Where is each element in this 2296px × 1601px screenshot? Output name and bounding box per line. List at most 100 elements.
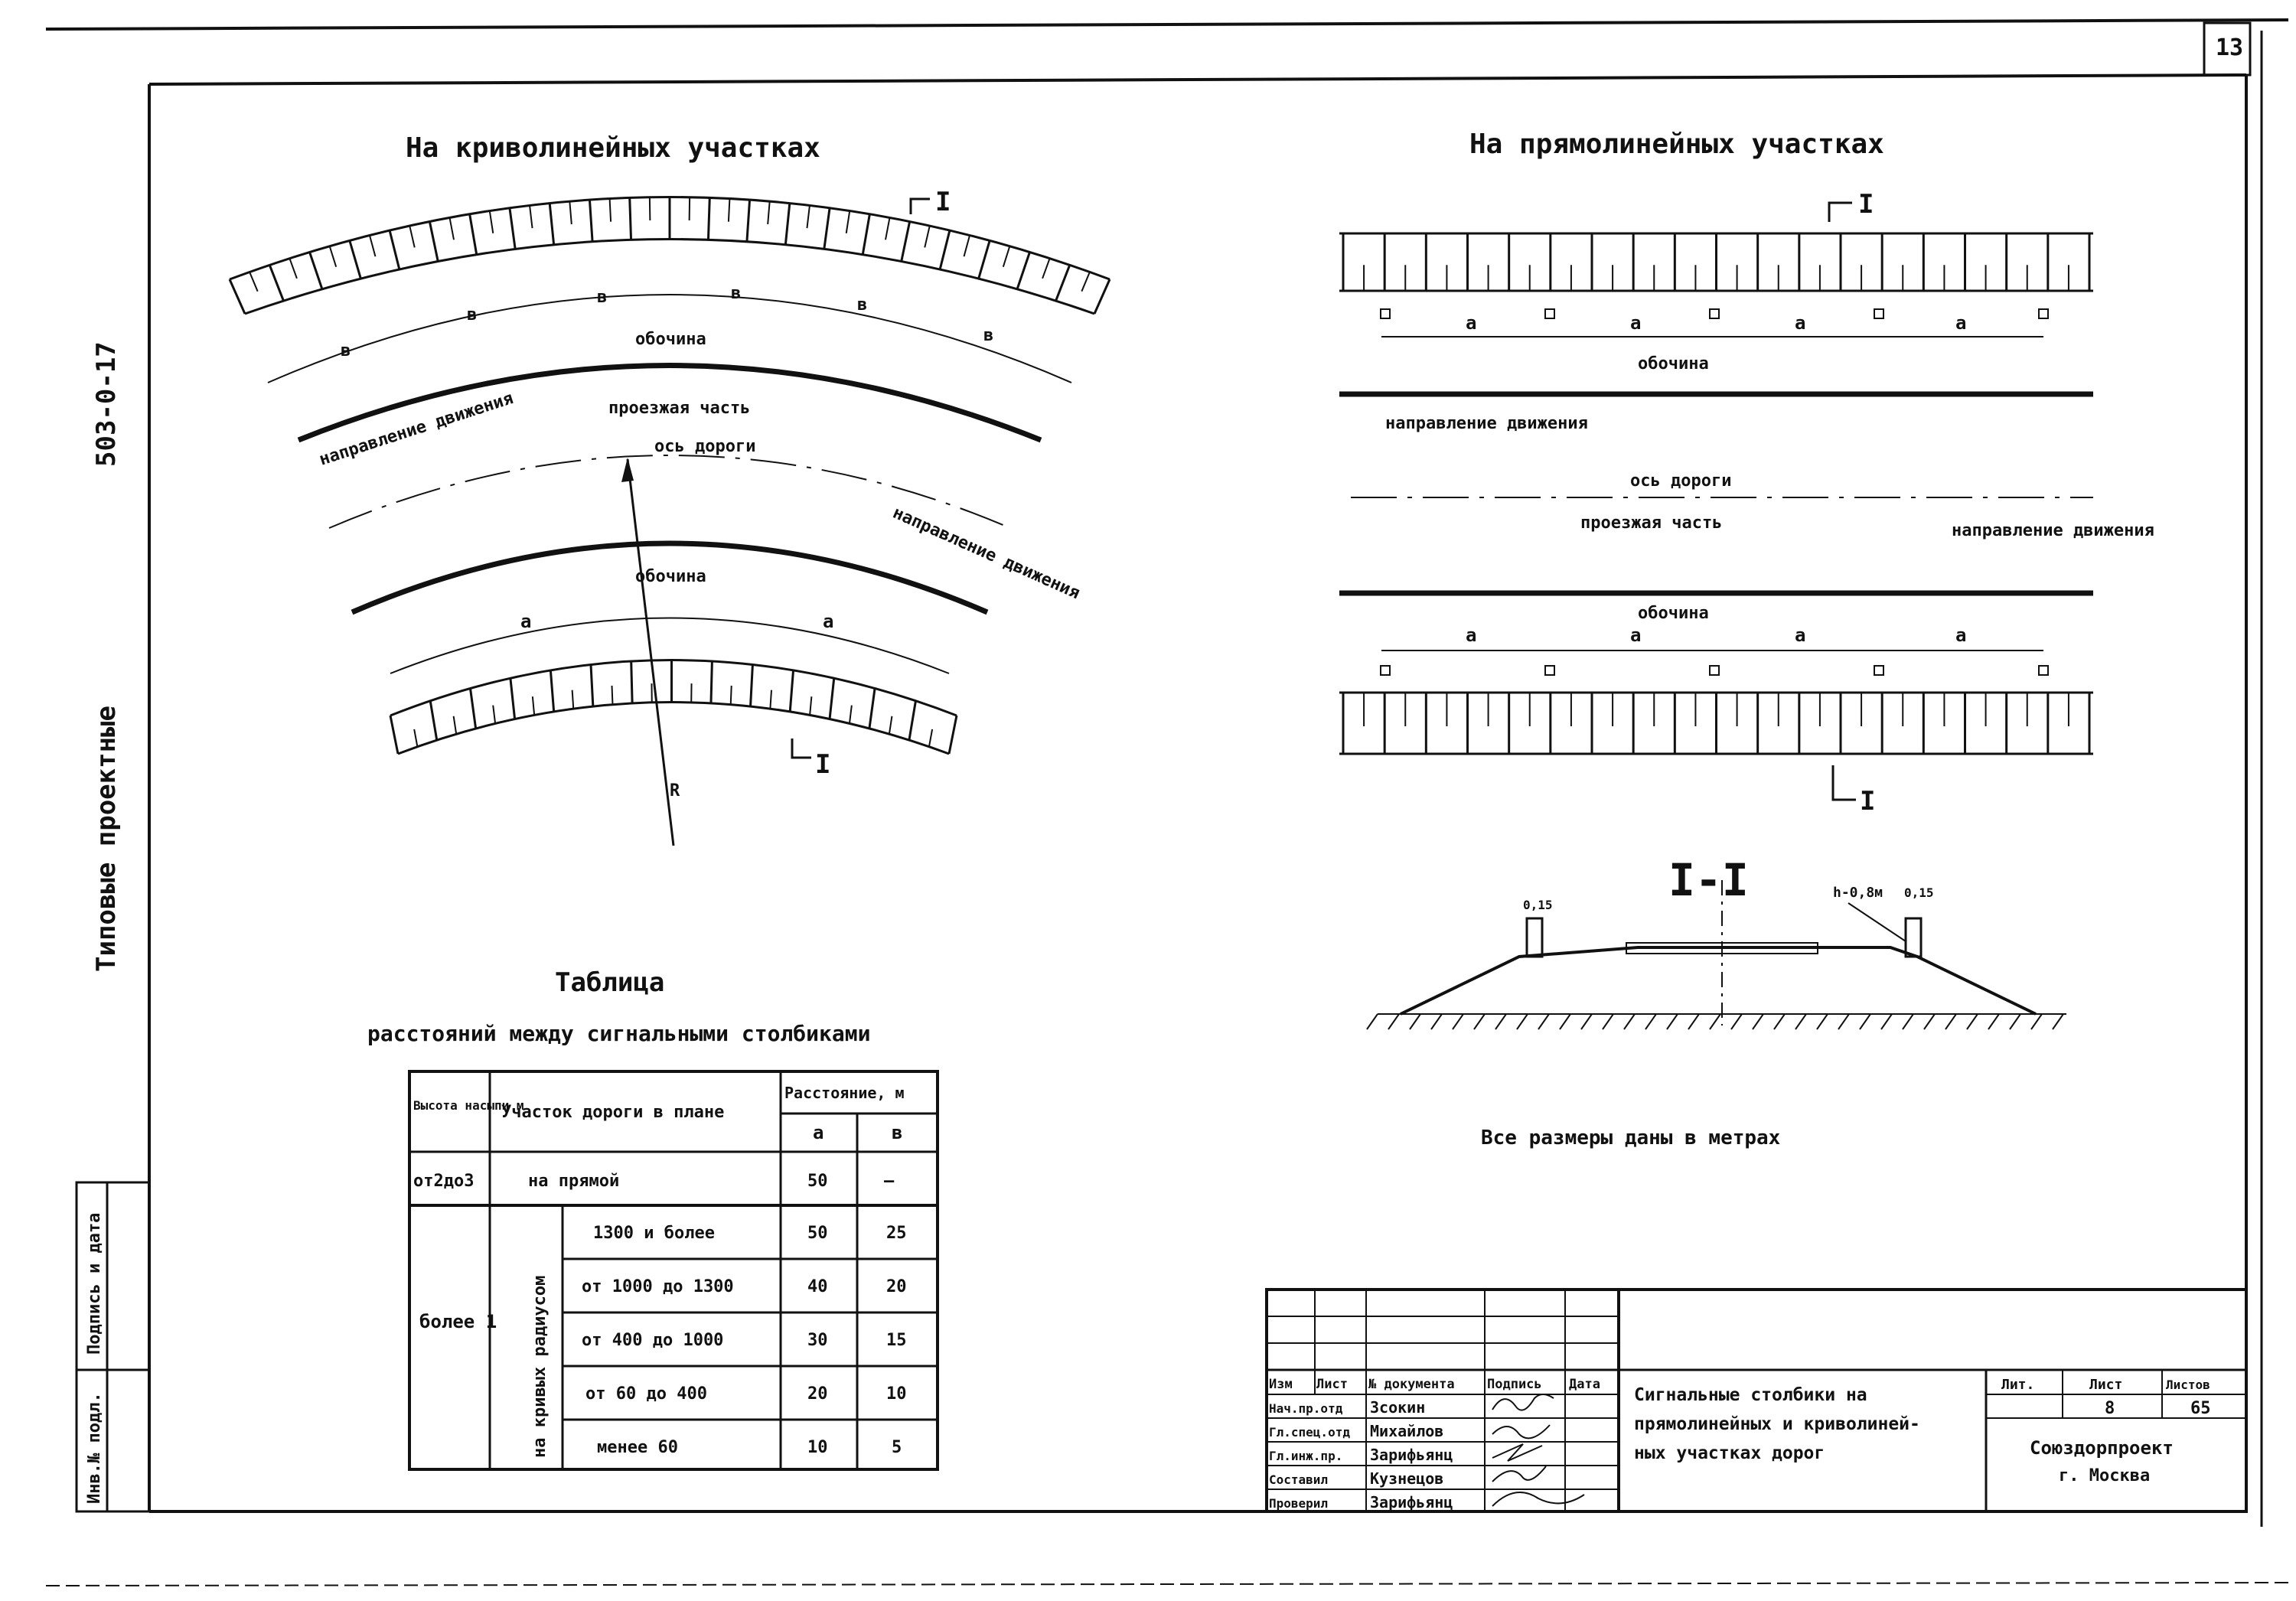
barrier-post [308,251,324,290]
road-axis-label: ось дороги [654,437,755,456]
barrier-slat [928,729,934,747]
tb-stage-label: Лит. [2001,1377,2034,1393]
page-number: 13 [2216,34,2243,61]
tb-sheets-total: 65 [2190,1399,2211,1418]
barrier-post [784,203,791,245]
series-title: Типовые проектные [91,706,122,972]
section-mark-bottom: I [815,749,830,780]
barrier-slat [648,197,651,220]
direction-label-right-1: направление движения [1385,414,1588,433]
road-axis-label-right: ось дороги [1630,471,1731,491]
barrier-slat [1042,258,1051,279]
barrier-post [389,715,400,755]
cross-section-title: I-I [1668,854,1749,906]
tb-city: г. Москва [2059,1466,2150,1485]
signal-post-marker [2038,665,2049,676]
spacing-b-label: в [467,305,477,324]
hatch-stroke [1623,1013,1636,1030]
barrier-slat [848,705,853,724]
barrier-slat [608,198,612,222]
hatch-stroke [1923,1013,1936,1030]
signal-post-marker [1544,308,1555,319]
barrier-slat [924,225,931,248]
barrier-slat [767,201,771,225]
barrier-slat [1002,246,1011,267]
barrier-slat [806,205,810,229]
barrier-post [749,664,754,707]
hatch-stroke [1773,1013,1786,1030]
spacing-a-label: а [1955,312,1966,334]
barrier-slat [409,225,416,248]
straight-height: от2до3 [413,1172,474,1191]
tb-name: Зарифьянц [1370,1446,1453,1464]
barrier-post [1016,251,1031,290]
header-distance: Расстояние, м [784,1084,905,1102]
hatch-stroke [1859,1013,1871,1030]
barrier-post [861,214,871,255]
barrier-post [589,664,595,707]
hatch-stroke [1730,1013,1743,1030]
post-width-label: 0,15 [1523,898,1553,912]
tb-col-change: Изм [1269,1377,1293,1392]
barrier-post [429,700,439,741]
row-segment: менее 60 [597,1438,678,1457]
barrier-post [1055,264,1071,302]
barrier-post [868,688,876,729]
spacing-a-label: а [1630,312,1641,334]
hatch-stroke [1388,1013,1400,1030]
hatch-stroke [1559,1013,1571,1030]
carriageway-label-right: проезжая часть [1580,514,1722,533]
barrier-post [630,660,634,703]
hatch-stroke [1795,1013,1807,1030]
barrier-post [348,240,362,279]
straight-a: 50 [807,1172,828,1191]
barrier-post [938,230,951,270]
barrier-post [706,197,711,240]
barrier-slat [488,210,494,233]
barrier-slat [452,716,458,735]
barrier-post [823,207,831,249]
spacing-b-label: в [857,295,867,315]
dimensions-note: Все размеры даны в метрах [1481,1127,1780,1149]
barrier-slat [888,716,893,735]
barrier-slat [809,696,813,716]
barrier-slat [249,272,259,292]
radius-label: R [670,781,680,800]
barrier-post [508,207,517,249]
barrier-post [588,199,594,242]
hatch-stroke [2009,1013,2021,1030]
left-stamp: Подпись и дата Инв.№ подл. [75,1181,151,1513]
section-mark-top: I [935,187,951,217]
signal-post-marker [2038,308,2049,319]
row-segment: от 400 до 1000 [582,1331,723,1350]
title-block: Изм Лист № документа Подпись Дата Нач.пр… [1265,1288,2248,1513]
barrier-slat [529,205,533,229]
stamp-inventory: Инв.№ подл. [85,1392,104,1504]
spacing-table: Таблица расстояний между сигнальными сто… [367,967,939,1471]
shoulder-label-top-right: обочина [1638,354,1709,373]
tb-col-signature: Подпись [1487,1377,1542,1392]
barrier-slat [729,685,732,705]
cross-section-drawing: I-I 0,15 0,15 h-0,8м Все размеры даны в … [1366,854,2066,1149]
curved-top-barrier [228,197,1111,315]
tb-name: Зсокин [1370,1398,1425,1417]
series-code: 503-0-17 [91,341,122,467]
spacing-b-label: в [341,341,351,360]
hatch-stroke [1516,1013,1528,1030]
barrier-post [1093,279,1111,315]
straight-section-view: На прямолинейных участках I а а а а обоч… [1339,129,2154,817]
hatch-stroke [1366,1013,1378,1030]
header-col-a: а [813,1122,823,1143]
spacing-a-label: а [1795,312,1805,334]
barrier-slat [413,729,419,747]
barrier-post [788,670,795,712]
table-subtitle: расстояний между сигнальными столбиками [367,1021,870,1046]
drawing-title-line: Сигнальные столбики на [1634,1385,1867,1405]
hatch-stroke [1709,1013,1721,1030]
row-b: 20 [886,1277,907,1296]
spacing-a-label: а [1955,624,1966,646]
row-a: 50 [807,1224,828,1243]
barrier-post [828,678,836,719]
barrier-post [468,214,478,255]
